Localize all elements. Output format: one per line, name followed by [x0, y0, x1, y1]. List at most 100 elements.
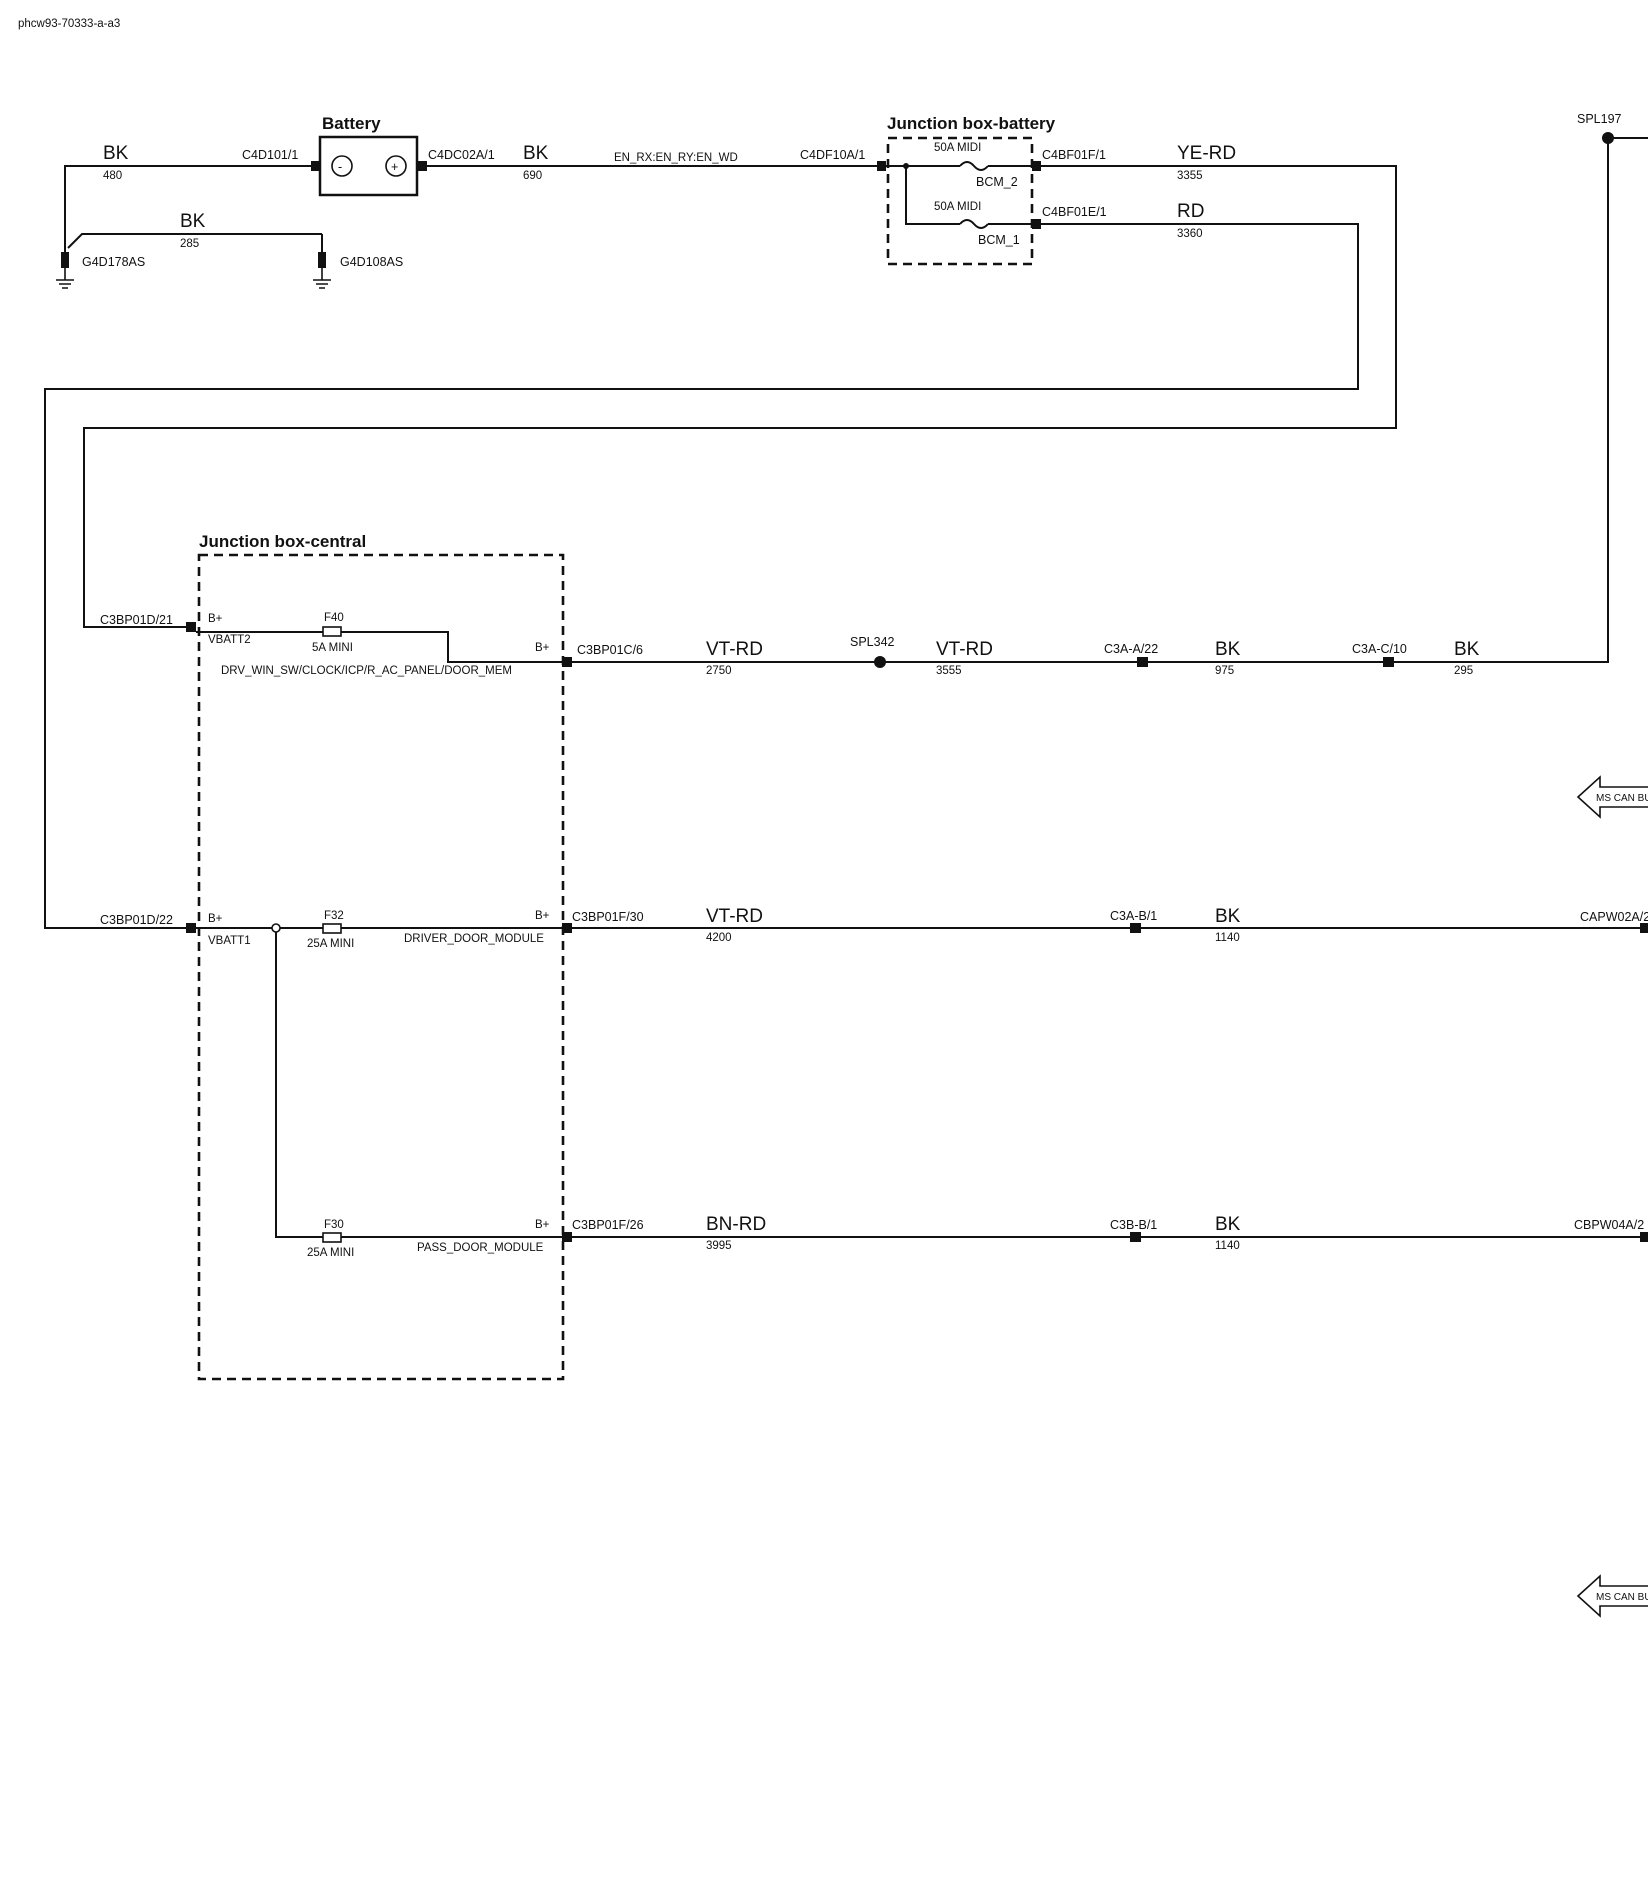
jbb-bus-bar [886, 165, 960, 225]
fuse-f30-rating: 25A MINI [307, 1247, 354, 1259]
connector-c3bp01f-26-pin [562, 1232, 572, 1242]
fuse-f32-rating: 25A MINI [307, 938, 354, 950]
fuse-f40-rating: 5A MINI [312, 642, 353, 654]
wire-row1-external [572, 138, 1609, 663]
wire-bk-975-number: 975 [1215, 665, 1234, 677]
wire-rd-3360-number: 3360 [1177, 228, 1203, 240]
splice-spl342-label: SPL342 [850, 635, 895, 649]
wire-bk-975-color: BK [1215, 639, 1241, 660]
battery-negative-terminal [331, 155, 353, 177]
fuse-bcm1-name: BCM_1 [978, 233, 1020, 247]
connector-c3b-b1: C3B-B/1 [1110, 1218, 1157, 1232]
connector-cbpw04a: CBPW04A/2 [1574, 1218, 1644, 1232]
wire-bk-285-color: BK [180, 211, 206, 232]
wire-vt-rd-4200-number: 4200 [706, 932, 732, 944]
connector-c3a-c10-pin [1383, 657, 1394, 667]
ms-can-bus-label-2: MS CAN BUS [1596, 1592, 1648, 1603]
jbc-row3-trace [275, 932, 570, 1238]
document-id: phcw93-70333-a-a3 [18, 18, 120, 30]
fuse-bcm2-symbol [959, 161, 989, 171]
wire-bk-285 [67, 233, 322, 249]
wire-bk-1140b-number: 1140 [1215, 1240, 1240, 1252]
fuse-f30-symbol [322, 1232, 342, 1243]
wire-bk-480-color: BK [103, 143, 129, 164]
wire-bk-1140a-color: BK [1215, 906, 1241, 927]
wire-rd-3360-color: RD [1177, 201, 1204, 222]
pin-bplus-row1-out: B+ [535, 642, 550, 654]
connector-c3a-c10: C3A-C/10 [1352, 642, 1407, 656]
connector-c4bf01f-pin [1032, 161, 1041, 171]
wire-vt-rd-3555-color: VT-RD [936, 639, 993, 660]
wire-vt-rd-4200-color: VT-RD [706, 906, 763, 927]
wire-rd-3360 [44, 223, 1359, 929]
ms-can-bus-tag-1 [1576, 775, 1648, 819]
ms-can-bus-tag-2 [1576, 1574, 1648, 1618]
connector-c4d101: C4D101/1 [242, 148, 298, 162]
battery-symbol [318, 135, 419, 197]
pin-bplus-row1-in: B+ [208, 613, 223, 625]
wire-bk-295-color: BK [1454, 639, 1480, 660]
connector-c3a-a22: C3A-A/22 [1104, 642, 1158, 656]
wire-vt-rd-3555-number: 3555 [936, 665, 962, 677]
connector-c3bp01c-6-pin [562, 657, 572, 667]
circuit-driver-door: DRIVER_DOOR_MODULE [404, 933, 544, 945]
circuit-drv-win: DRV_WIN_SW/CLOCK/ICP/R_AC_PANEL/DOOR_MEM [221, 665, 512, 677]
connector-c3b-b1-pin [1130, 1232, 1141, 1242]
connector-c3bp01f-30: C3BP01F/30 [572, 910, 644, 924]
connector-c4df10a-pin [877, 161, 886, 171]
wire-bk-480 [64, 165, 318, 262]
connector-c3bp01d-21-pin [186, 622, 196, 632]
connector-c4bf01e-pin [1032, 219, 1041, 229]
battery-positive-terminal [385, 155, 407, 177]
connector-c3bp01c-6: C3BP01C/6 [577, 643, 643, 657]
wire-vt-rd-2750-number: 2750 [706, 665, 732, 677]
circuit-pass-door: PASS_DOOR_MODULE [417, 1242, 544, 1254]
fuse-f40-symbol [322, 626, 342, 637]
battery-title: Battery [322, 114, 381, 133]
junction-box-central-title: Junction box-central [199, 532, 366, 551]
wire-bk-690-color: BK [523, 143, 549, 164]
wire-ye-rd-3355 [83, 165, 1397, 628]
connector-c3bp01f-26: C3BP01F/26 [572, 1218, 644, 1232]
junction-box-central [197, 553, 565, 1381]
connector-c4d101-pin [311, 161, 320, 171]
battery-positive-sign: + [391, 160, 398, 174]
junction-box-battery-title: Junction box-battery [887, 114, 1056, 133]
wire-bn-rd-3995-color: BN-RD [706, 1214, 766, 1235]
connector-c3a-b1-pin [1130, 923, 1141, 933]
jbc-row2-node [271, 923, 281, 933]
connector-c3a-b1: C3A-B/1 [1110, 909, 1157, 923]
net-label: EN_RX:EN_RY:EN_WD [614, 152, 738, 164]
fuse-f30-id: F30 [324, 1219, 344, 1231]
pin-bplus-row3-out: B+ [535, 1219, 550, 1231]
wire-bk-480-number: 480 [103, 170, 122, 182]
wire-bk-690-number: 690 [523, 170, 542, 182]
connector-c4dc02a: C4DC02A/1 [428, 148, 495, 162]
connector-c4df10a: C4DF10A/1 [800, 148, 865, 162]
ground-g4d178as-label: G4D178AS [82, 255, 145, 269]
battery-negative-sign: - [338, 160, 342, 174]
connector-c4dc02a-pin [418, 161, 427, 171]
wire-bn-rd-3995-number: 3995 [706, 1240, 732, 1252]
ground-g4d178as [56, 252, 74, 289]
connector-c3bp01d-22-pin [186, 923, 196, 933]
connector-cbpw04a-pin [1640, 1232, 1648, 1242]
wire-vt-rd-2750-color: VT-RD [706, 639, 763, 660]
connector-c3bp01d-21: C3BP01D/21 [100, 613, 173, 627]
battery-section: Battery - + [318, 114, 419, 197]
pin-bplus-row2-in: B+ [208, 913, 223, 925]
connector-capw02a-pin [1640, 923, 1648, 933]
ground-g4d108as-label: G4D108AS [340, 255, 403, 269]
splice-spl342 [874, 656, 886, 668]
pin-vbatt2: VBATT2 [208, 634, 251, 646]
fuse-bcm2-name: BCM_2 [976, 175, 1018, 189]
jbc-row1-trace [196, 631, 570, 663]
wire-ye-rd-3355-color: YE-RD [1177, 143, 1236, 164]
fuse-bcm2-rating: 50A MIDI [934, 142, 981, 154]
fuse-bcm1-symbol [959, 219, 989, 229]
wire-bk-1140b-color: BK [1215, 1214, 1241, 1235]
wire-ye-rd-3355-number: 3355 [1177, 170, 1203, 182]
connector-capw02a: CAPW02A/2 [1580, 910, 1648, 924]
connector-c3a-a22-pin [1137, 657, 1148, 667]
